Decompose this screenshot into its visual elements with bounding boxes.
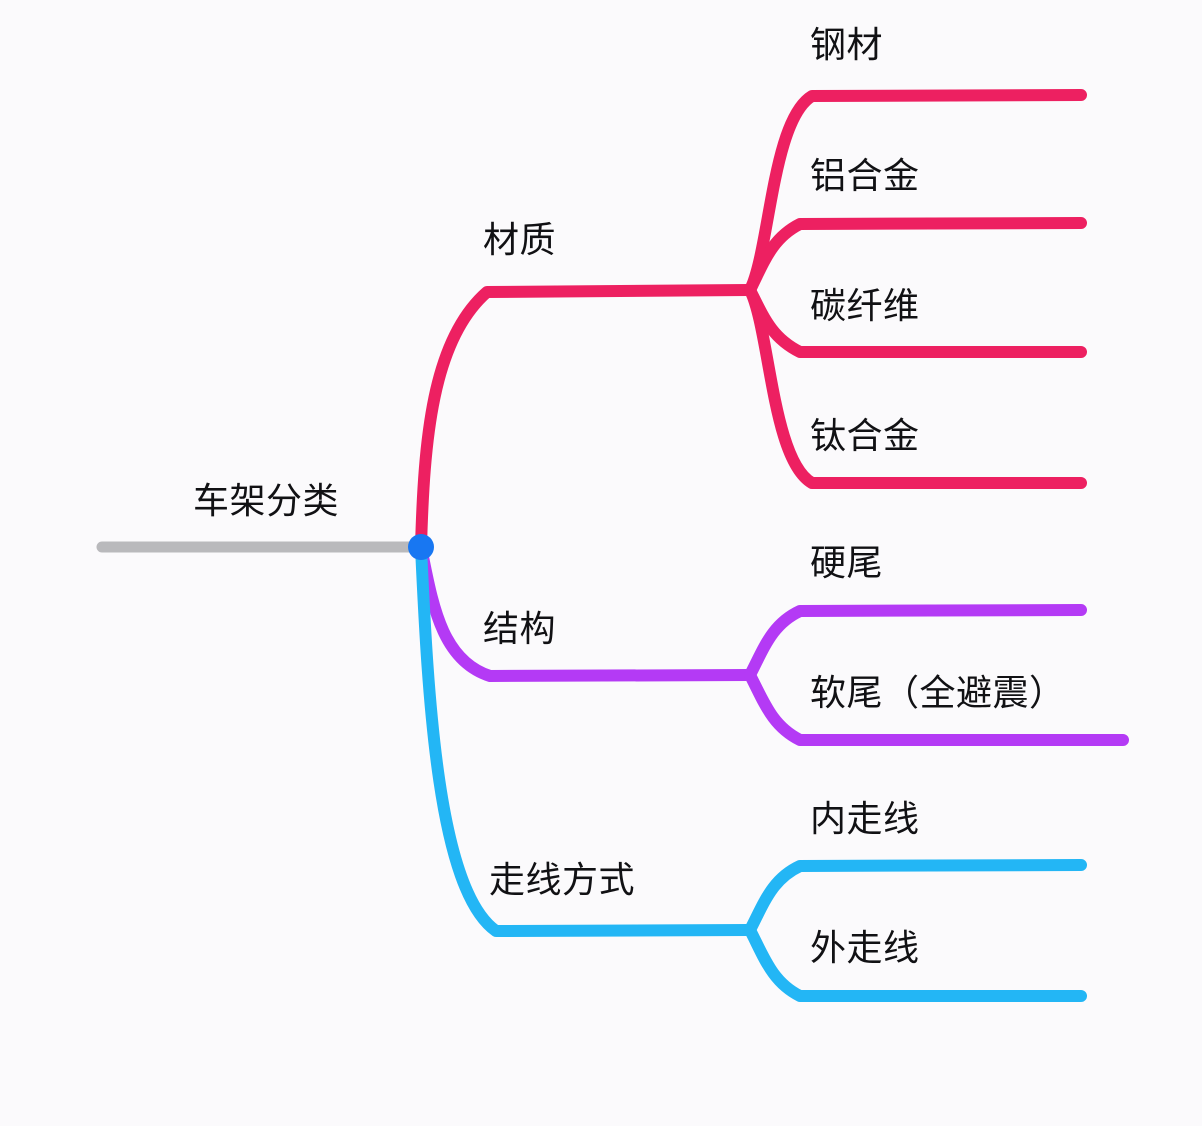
leaf-label-titanium[interactable]: 钛合金	[810, 415, 920, 456]
branch-stem-cable-routing	[415, 541, 754, 937]
root-node-label[interactable]: 车架分类	[193, 480, 340, 521]
root-junction-dot[interactable]	[408, 534, 434, 560]
leaf-connector-aluminum	[744, 217, 1087, 296]
branch-label-material[interactable]: 材质	[483, 219, 557, 260]
leaf-label-steel[interactable]: 钢材	[810, 24, 884, 65]
leaf-connector-titanium	[744, 284, 1087, 489]
leaf-connector-external-routing	[744, 924, 1087, 1002]
leaf-label-aluminum[interactable]: 铝合金	[810, 155, 920, 196]
branch-label-cable-routing[interactable]: 走线方式	[489, 859, 636, 900]
leaf-label-external-routing[interactable]: 外走线	[810, 927, 920, 968]
leaf-connector-full-suspension	[744, 669, 1129, 746]
leaf-connector-hardtail	[744, 604, 1087, 681]
leaf-label-full-suspension[interactable]: 软尾（全避震）	[810, 672, 1066, 713]
branch-stem-structure	[415, 541, 754, 682]
leaf-label-hardtail[interactable]: 硬尾	[810, 542, 884, 583]
branch-label-structure[interactable]: 结构	[483, 608, 557, 649]
leaf-label-internal-routing[interactable]: 内走线	[810, 798, 920, 839]
branch-stem-material	[415, 284, 754, 553]
leaf-label-carbon-fiber[interactable]: 碳纤维	[810, 285, 920, 326]
leaf-connector-internal-routing	[744, 859, 1087, 936]
